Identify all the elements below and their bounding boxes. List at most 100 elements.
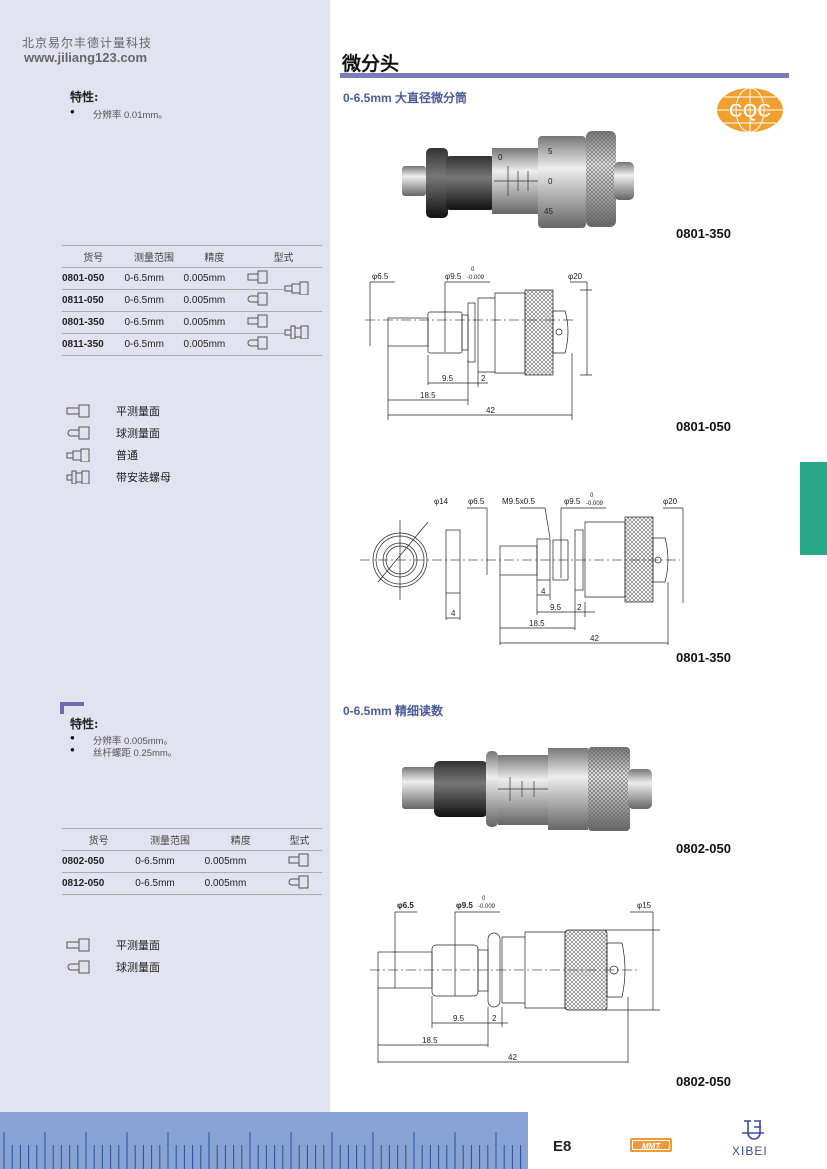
- dim-label: φ20: [568, 272, 583, 281]
- code: 0801-350: [62, 311, 125, 334]
- col-type: 型式: [276, 828, 322, 851]
- legend-label: 平测量面: [116, 405, 160, 418]
- dim-label: φ15: [637, 901, 652, 910]
- legend-label: 平测量面: [116, 939, 160, 952]
- ball-face-icon: [289, 875, 309, 889]
- accuracy: 0.005mm: [183, 311, 246, 334]
- dim-label: 9.5: [442, 374, 454, 383]
- legend-label: 普通: [116, 449, 138, 462]
- col-range: 测量范围: [124, 245, 184, 268]
- scale-mark: 0: [548, 177, 553, 186]
- feature-item: ●分辨率 0.01mm。: [70, 107, 168, 121]
- left-panel: [0, 0, 330, 1112]
- tolerance: -0.009: [586, 501, 604, 507]
- company-name: 北京易尔丰德计量科技: [22, 36, 153, 50]
- nut-type-icon: [66, 470, 90, 484]
- feature-item: ●丝杆螺距 0.25mm。: [70, 745, 178, 759]
- website-url[interactable]: www.jiliang123.com: [24, 50, 148, 65]
- ball-face-icon: [247, 292, 268, 306]
- accuracy: 0.005mm: [183, 333, 246, 356]
- legend-1: 平测量面 球测量面 普通 带安装螺母: [66, 400, 171, 488]
- accuracy: 0.005mm: [183, 289, 246, 312]
- micrometer-head-photo-2: [402, 747, 652, 831]
- legend-label: 球测量面: [116, 961, 160, 974]
- feature-text: 分辨率 0.005mm。: [92, 736, 174, 747]
- dim-label: φ6.5: [468, 497, 485, 506]
- range: 0-6.5mm: [124, 267, 184, 290]
- tolerance: -0.009: [478, 904, 496, 910]
- dim-label: 42: [590, 634, 599, 643]
- ball-face-icon: [247, 336, 268, 350]
- flat-face-icon: [66, 938, 90, 952]
- section-marker: [60, 702, 84, 706]
- dim-label: φ9.5: [456, 901, 473, 910]
- tolerance: 0: [482, 896, 486, 902]
- range: 0-6.5mm: [135, 872, 205, 895]
- xibei-logo-icon: [742, 1120, 764, 1140]
- part-label: 0802-050: [676, 1074, 731, 1089]
- part-label: 0801-050: [676, 419, 731, 434]
- part-label: 0802-050: [676, 841, 731, 856]
- ball-face-icon: [67, 960, 90, 974]
- part-label: 0801-350: [676, 650, 731, 665]
- dim-label: φ6.5: [397, 901, 414, 910]
- dim-label: φ9.5: [445, 272, 462, 281]
- col-type: 型式: [245, 245, 322, 268]
- dim-label: φ6.5: [372, 272, 389, 281]
- accuracy: 0.005mm: [204, 850, 277, 873]
- tolerance: 0: [590, 493, 594, 499]
- standard-type-icon: [66, 448, 90, 462]
- scale-mark: 0: [498, 153, 503, 162]
- code: 0811-050: [62, 289, 125, 312]
- dim-label: 2: [577, 603, 582, 612]
- dimension-drawing-3: φ6.5 φ9.5 0 -0.009 φ15 9.5 2 18.5 42: [370, 896, 660, 1063]
- dimension-drawing-2: φ14 φ6.5 M9.5x0.5 φ9.5 0 -0.009 φ20 4 4 …: [360, 493, 684, 645]
- dim-label: 4: [451, 609, 456, 618]
- legend-label: 球测量面: [116, 427, 160, 440]
- dim-label: 18.5: [529, 619, 545, 628]
- col-code: 货号: [62, 828, 136, 851]
- range: 0-6.5mm: [124, 311, 184, 334]
- features-heading: 特性:: [70, 717, 99, 731]
- logo-text: CQC: [729, 101, 772, 122]
- section-marker: [60, 702, 64, 714]
- code: 0802-050: [62, 850, 136, 873]
- code: 0801-050: [62, 267, 125, 290]
- legend-2: 平测量面 球测量面: [66, 934, 160, 978]
- features-heading: 特性:: [70, 90, 99, 104]
- dim-label: 4: [541, 587, 546, 596]
- range: 0-6.5mm: [124, 289, 184, 312]
- dim-label: φ14: [434, 497, 449, 506]
- flat-face-icon: [247, 314, 268, 328]
- nut-type-icon: [284, 325, 309, 340]
- cqc-logo: CQC: [717, 87, 783, 133]
- page-number: E8: [553, 1138, 572, 1155]
- flat-face-icon: [288, 853, 309, 867]
- dimension-drawing-1: φ6.5 φ9.5 0 -0.009 φ20 9.5 2 18.5 42: [365, 267, 592, 420]
- dim-label: 18.5: [422, 1036, 438, 1045]
- subtitle-large-thimble: 0-6.5mm 大直径微分筒: [343, 91, 468, 105]
- flat-face-icon: [66, 404, 90, 418]
- dim-label: φ9.5: [564, 497, 581, 506]
- dim-label: 2: [481, 374, 486, 383]
- section-tab[interactable]: [800, 462, 827, 555]
- part-label: 0801-350: [676, 226, 731, 241]
- range: 0-6.5mm: [124, 333, 184, 356]
- feature-item: ●分辨率 0.005mm。: [70, 733, 174, 747]
- brand-name: XIBEI: [732, 1144, 768, 1158]
- col-code: 货号: [62, 245, 125, 268]
- legend-label: 带安装螺母: [116, 471, 171, 484]
- dim-label: 42: [508, 1053, 517, 1062]
- feature-text: 分辨率 0.01mm。: [92, 110, 168, 121]
- ruler-band: [0, 1112, 528, 1169]
- feature-text: 丝杆螺距 0.25mm。: [92, 748, 178, 759]
- standard-type-icon: [284, 281, 309, 296]
- ball-face-icon: [67, 426, 90, 440]
- dim-label: 9.5: [453, 1014, 465, 1023]
- dim-label: 9.5: [550, 603, 562, 612]
